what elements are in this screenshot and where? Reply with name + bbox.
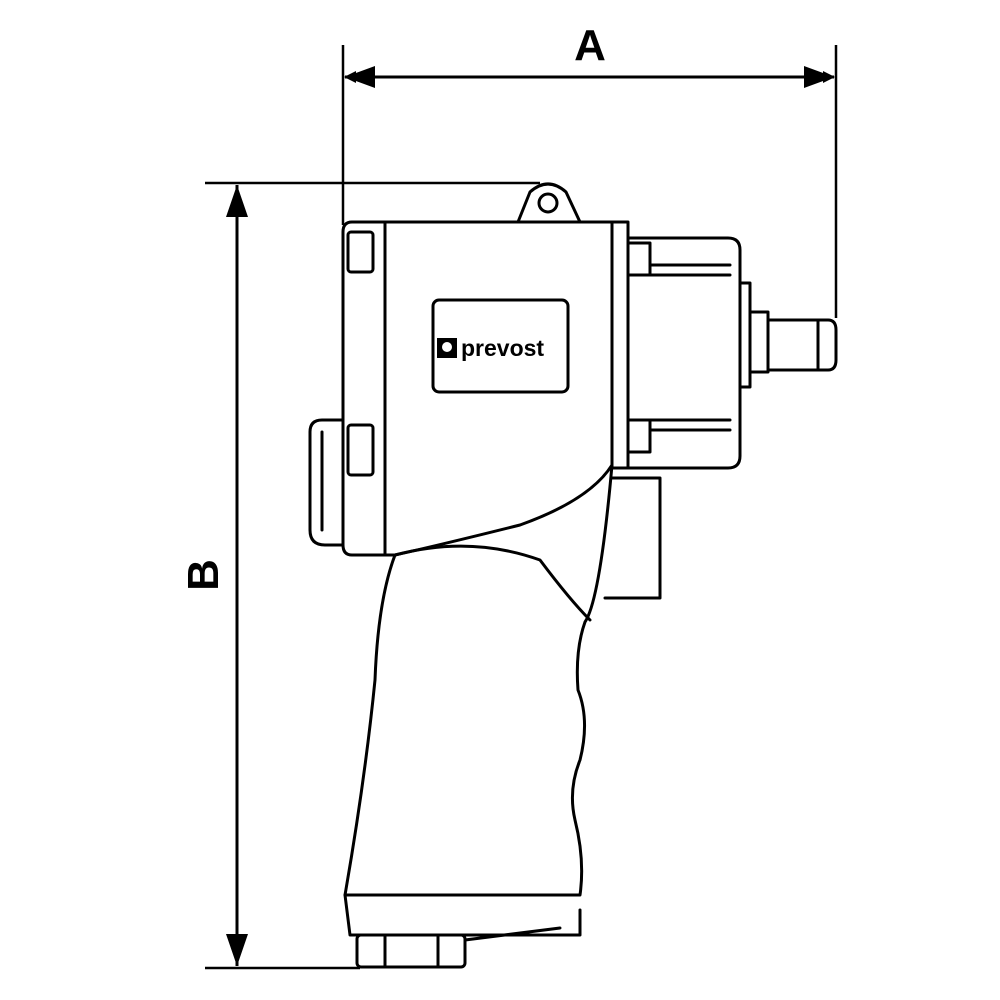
rear-cap-clip-top [346,230,375,274]
impact-wrench-drawing: prevost [308,182,838,969]
rear-cap [341,220,387,557]
front-flange [610,220,630,470]
case-bolt-top [626,241,652,277]
trigger [603,476,662,600]
hanger-hole [537,192,559,214]
anvil-collar [748,310,770,374]
dimension-a: A [341,21,838,318]
handle-grip [343,463,614,897]
handle-base [343,893,582,937]
hammer-case [626,236,742,470]
case-bolt-bottom [626,418,652,454]
logo-plate [431,298,570,394]
dimension-b: B [179,181,540,970]
motor-housing [383,220,614,557]
grip-overmold-line [393,544,592,622]
brand-logo-text: prevost [461,335,544,361]
dimension-label-a: A [574,21,606,70]
square-drive-anvil [766,318,838,372]
reverse-switch [308,418,345,547]
rear-cap-clip-bottom [346,423,375,477]
base-taper [463,926,562,942]
hanger-ring [516,182,582,224]
air-inlet-fitting [355,933,467,969]
dimension-label-b: B [179,559,228,591]
